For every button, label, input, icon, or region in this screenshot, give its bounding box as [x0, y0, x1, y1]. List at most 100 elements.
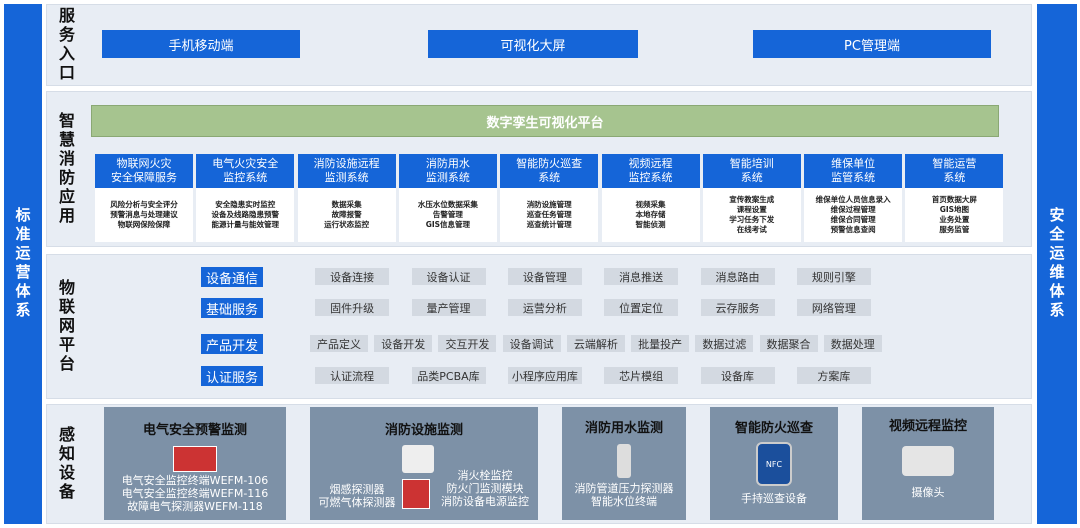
iot-tag[interactable]: 云存服务: [700, 299, 775, 316]
card-item: 数据采集: [331, 200, 362, 209]
bigscreen-button[interactable]: 可视化大屏: [428, 30, 638, 58]
iot-tag[interactable]: 固件升级: [315, 299, 390, 316]
iot-tag[interactable]: 数据过滤: [695, 335, 754, 352]
iot-tag[interactable]: 消息路由: [700, 268, 775, 285]
iot-tag[interactable]: 小程序应用库: [507, 367, 582, 384]
right-bar-security-ops: 安全运维体系: [1037, 4, 1077, 524]
card-item: 在线考试: [736, 225, 767, 234]
app-card[interactable]: 视频远程监控系统视频采集本地存储智能侦测: [601, 154, 700, 242]
iot-tag[interactable]: 运营分析: [507, 299, 582, 316]
card-body: 风险分析与安全评分预警消息与处理建议物联网保险保障: [95, 188, 193, 242]
app-card[interactable]: 维保单位监管系统维保单位人员信息录入维保过程管理维保合同管理预警信息查阅: [804, 154, 903, 242]
card-title-line: 智能培训: [729, 157, 774, 170]
device-item: 消防管道压力探测器: [574, 482, 674, 495]
card-item: 宣传教案生成: [729, 195, 775, 204]
card-title-line: 维保单位: [831, 157, 876, 170]
card-item: 物联网保险保障: [117, 220, 171, 229]
iot-tag[interactable]: 网络管理: [796, 299, 871, 316]
iot-tag[interactable]: 设备调试: [502, 335, 561, 352]
left-bar-standard-operations: 标准运营体系: [4, 4, 42, 524]
card-item: 维保过程管理: [830, 205, 876, 214]
iot-tag[interactable]: 设备认证: [411, 268, 486, 285]
electrical-device-image: [173, 446, 217, 472]
card-item: 学习任务下发: [729, 215, 775, 224]
iot-tag[interactable]: 设备开发: [374, 335, 433, 352]
card-title-line: 消防设施远程: [313, 157, 380, 170]
card-title-line: 监控系统: [223, 171, 268, 184]
iot-tag[interactable]: 数据处理: [823, 335, 882, 352]
card-body: 数据采集故障报警运行状态监控: [298, 188, 396, 242]
card-item: 业务处置: [939, 215, 970, 224]
device-item: 摄像头: [911, 486, 945, 499]
panel-inspection: 智能防火巡查 NFC 手持巡查设备: [710, 407, 838, 520]
card-item: 首页数据大屏: [931, 195, 977, 204]
pc-button[interactable]: PC管理端: [753, 30, 991, 58]
iot-row-label: 产品开发: [201, 334, 263, 354]
sense-label: 感知设备: [56, 426, 75, 502]
card-item: 维保合同管理: [830, 215, 876, 224]
iot-tag[interactable]: 消息推送: [604, 268, 679, 285]
card-title: 物联网火灾安全保障服务: [95, 154, 193, 188]
iot-tag[interactable]: 设备库: [700, 367, 775, 384]
digital-twin-platform: 数字孪生可视化平台: [91, 105, 999, 137]
card-item: 消防设施管理: [526, 200, 572, 209]
panel-electrical: 电气安全预警监测 电气安全监控终端WEFM-106 电气安全监控终端WEFM-1…: [104, 407, 286, 520]
card-title-line: 电气火灾安全: [212, 157, 279, 170]
iot-tag[interactable]: 规则引擎: [796, 268, 871, 285]
service-label: 服务入口: [56, 7, 75, 83]
app-card[interactable]: 智能培训系统宣传教案生成课程设置学习任务下发在线考试: [702, 154, 801, 242]
iot-tag[interactable]: 量产管理: [411, 299, 486, 316]
iot-tag[interactable]: 认证流程: [315, 367, 390, 384]
card-body: 消防设施管理巡查任务管理巡查统计管理: [500, 188, 598, 242]
panel-title: 消防设施监测: [384, 423, 463, 438]
panel-title: 视频远程监控: [888, 419, 967, 434]
panel-fire-facility: 消防设施监测 烟感探测器 可燃气体探测器 消火栓监控 防火门监测模块 消防设备电…: [310, 407, 538, 520]
alarm-button-image: [402, 479, 430, 509]
panel-title: 电气安全预警监测: [142, 423, 247, 438]
app-card[interactable]: 物联网火灾安全保障服务风险分析与安全评分预警消息与处理建议物联网保险保障: [95, 154, 193, 242]
card-title: 智能运营系统: [905, 154, 1004, 188]
iot-tag[interactable]: 交互开发: [438, 335, 497, 352]
panel-fire-water: 消防用水监测 消防管道压力探测器 智能水位终端: [562, 407, 686, 520]
card-item: 服务监管: [939, 225, 970, 234]
card-title-line: 系统: [740, 171, 763, 184]
app-card[interactable]: 智能防火巡查系统消防设施管理巡查任务管理巡查统计管理: [500, 154, 599, 242]
mobile-button[interactable]: 手机移动端: [102, 30, 300, 58]
iot-tag[interactable]: 批量投产: [631, 335, 690, 352]
app-card[interactable]: 消防设施远程监测系统数据采集故障报警运行状态监控: [297, 154, 396, 242]
card-title: 智能防火巡查系统: [500, 154, 599, 188]
left-items: 烟感探测器 可燃气体探测器: [314, 483, 400, 509]
card-item: 告警管理: [432, 210, 463, 219]
card-title: 消防设施远程监测系统: [297, 154, 396, 188]
device-item: 防火门监测模块: [446, 482, 524, 495]
card-item: 课程设置: [736, 205, 767, 214]
iot-tag[interactable]: 品类PCBA库: [411, 367, 486, 384]
iot-tag[interactable]: 方案库: [796, 367, 871, 384]
iot-tag[interactable]: 芯片模组: [604, 367, 679, 384]
iot-tag[interactable]: 设备管理: [507, 268, 582, 285]
device-item: 故障电气探测器WEFM-118: [127, 500, 263, 513]
card-title: 智能培训系统: [702, 154, 801, 188]
iot-tag[interactable]: 云端解析: [566, 335, 625, 352]
app-card[interactable]: 电气火灾安全监控系统安全隐患实时监控设备及线路隐患预警能源计量与能效管理: [196, 154, 295, 242]
card-item: 风险分析与安全评分: [110, 200, 178, 209]
card-item: GIS信息管理: [425, 220, 471, 229]
card-title-line: 智能运营: [932, 157, 977, 170]
device-item: 烟感探测器: [329, 483, 385, 496]
iot-tag[interactable]: 位置定位: [604, 299, 679, 316]
card-item: 故障报警: [331, 210, 362, 219]
device-item: 电气安全监控终端WEFM-116: [121, 487, 269, 500]
iot-label: 物联网平台: [56, 279, 75, 374]
iot-row-label: 基础服务: [201, 298, 263, 318]
device-item: 消火栓监控: [457, 469, 513, 482]
panel-title: 智能防火巡查: [734, 421, 813, 436]
card-body: 安全隐患实时监控设备及线路隐患预警能源计量与能效管理: [196, 188, 294, 242]
panel-video: 视频远程监控 摄像头: [862, 407, 994, 520]
iot-tag[interactable]: 数据聚合: [759, 335, 818, 352]
smart-label: 智慧消防应用: [56, 112, 75, 226]
iot-tag[interactable]: 设备连接: [315, 268, 390, 285]
iot-tag[interactable]: 产品定义: [310, 335, 368, 352]
